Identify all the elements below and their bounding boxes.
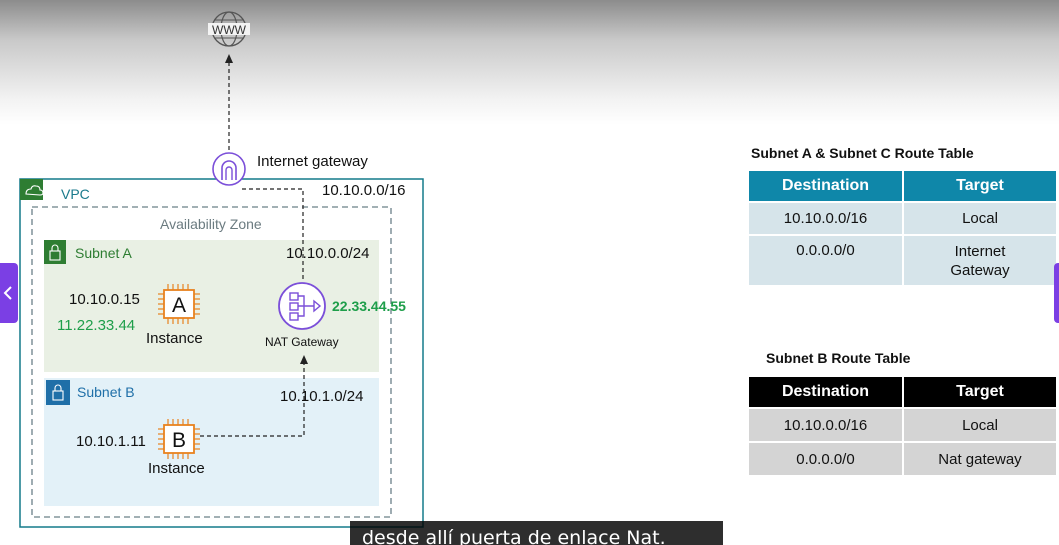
route-table-b-title: Subnet B Route Table	[766, 350, 911, 366]
lock-icon	[44, 240, 66, 264]
instance-b-chip-icon: B	[158, 419, 200, 459]
subnet-a-cidr: 10.10.0.0/24	[286, 245, 370, 262]
route-table-b-cell: Nat gateway	[904, 443, 1056, 475]
svg-text:WWW: WWW	[212, 23, 247, 37]
route-table-a-cell: Local	[904, 203, 1056, 234]
previous-slide-button[interactable]	[0, 263, 18, 323]
route-table-b-header-destination: Destination	[749, 377, 902, 407]
arrow-up-icon	[225, 54, 233, 63]
nat-gateway-icon	[278, 282, 326, 330]
internet-gateway-icon	[212, 152, 246, 186]
subtitle-caption: desde allí puerta de enlace Nat.	[350, 521, 723, 545]
route-table-b-cell: Local	[904, 409, 1056, 441]
igw-nat-route-line	[242, 188, 304, 282]
route-table-a-cell: 10.10.0.0/16	[749, 203, 902, 234]
instance-a-chip-icon: A	[158, 284, 200, 324]
subnet-b-cidr: 10.10.1.0/24	[280, 388, 364, 405]
instance-a-caption: Instance	[146, 330, 203, 347]
instance-b-caption: Instance	[148, 460, 205, 477]
internet-gateway-label: Internet gateway	[257, 153, 368, 170]
subnet-b-label: Subnet B	[77, 384, 135, 400]
availability-zone-box	[31, 206, 392, 518]
instance-a-private-ip: 10.10.0.15	[69, 291, 140, 308]
instance-a-public-ip: 11.22.33.44	[57, 317, 136, 334]
route-table-b: Destination Target 10.10.0.0/16 Local 0.…	[747, 375, 1058, 477]
nat-gateway-caption: NAT Gateway	[265, 335, 339, 349]
route-table-a-cell-line: Gateway	[950, 261, 1010, 279]
svg-text:A: A	[172, 294, 186, 317]
lock-icon	[46, 380, 70, 405]
route-table-b-header-target: Target	[904, 377, 1056, 407]
route-table-a-header-target: Target	[904, 171, 1056, 201]
availability-zone-label: Availability Zone	[160, 216, 262, 232]
route-table-b-cell: 0.0.0.0/0	[749, 443, 902, 475]
nat-gateway-public-ip: 22.33.44.55	[332, 298, 406, 314]
route-table-a-cell: 0.0.0.0/0	[749, 236, 902, 285]
route-table-a-cell-line: Internet	[954, 242, 1006, 260]
arrow-up-icon	[300, 355, 308, 364]
chevron-left-icon	[3, 286, 12, 300]
globe-icon: WWW	[208, 11, 250, 47]
svg-text:B: B	[172, 429, 186, 452]
route-table-a: Destination Target 10.10.0.0/16 Local 0.…	[747, 169, 1058, 287]
instance-b-private-ip: 10.10.1.11	[76, 433, 146, 450]
route-table-a-title: Subnet A & Subnet C Route Table	[751, 145, 974, 161]
vpc-cidr: 10.10.0.0/16	[322, 182, 406, 199]
subnet-a-label: Subnet A	[75, 245, 132, 261]
next-slide-button[interactable]	[1054, 263, 1059, 323]
vpc-label: VPC	[61, 186, 90, 202]
route-table-b-cell: 10.10.0.0/16	[749, 409, 902, 441]
route-table-a-header-destination: Destination	[749, 171, 902, 201]
subnet-b-box	[44, 378, 379, 506]
